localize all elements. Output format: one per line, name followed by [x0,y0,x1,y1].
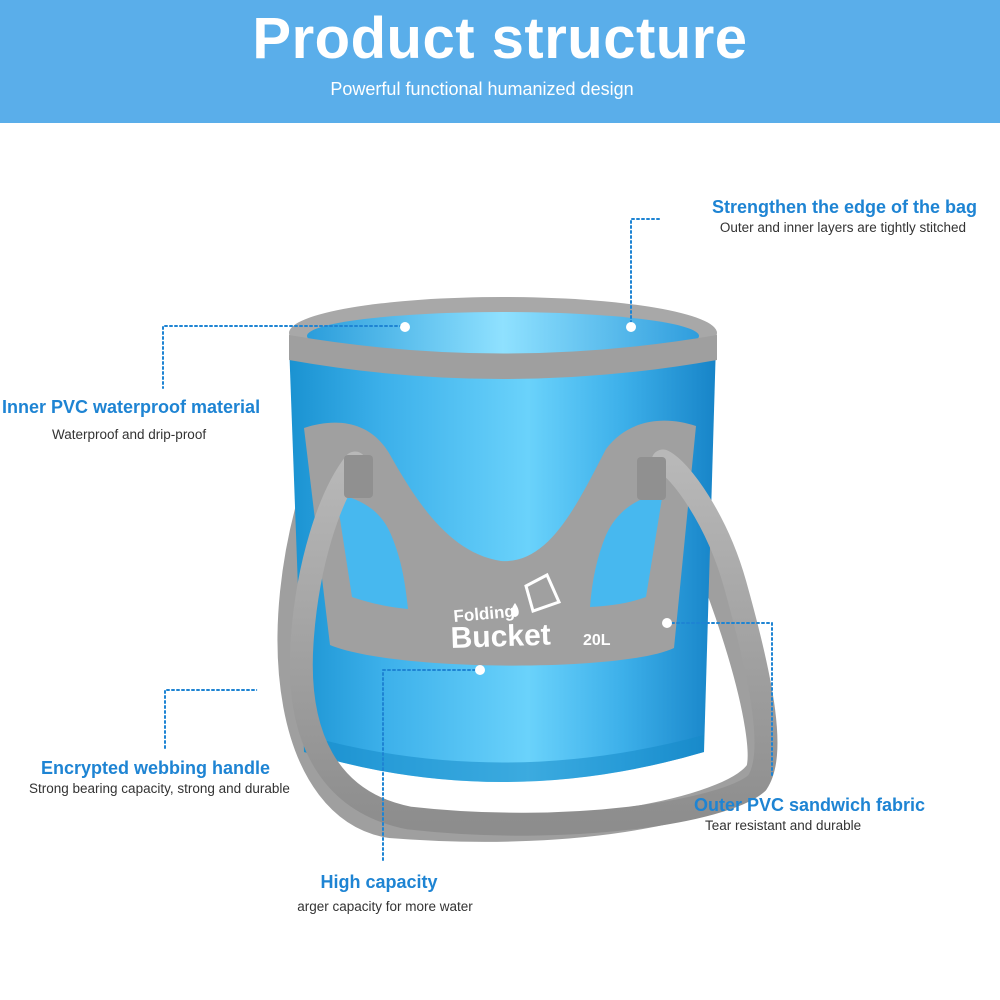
callout-outer-pvc-title: Outer PVC sandwich fabric [694,795,926,815]
page-subtitle: Powerful functional humanized design [330,79,634,99]
brand-bucket: Bucket [450,619,551,655]
callout-edge-desc: Outer and inner layers are tightly stitc… [719,220,966,235]
callout-webbing-desc: Strong bearing capacity, strong and dura… [29,781,290,796]
strap-front [289,449,778,836]
handle-panel-cut-left [336,493,408,609]
pour-icon [524,572,562,613]
callout-inner-pvc-desc: Waterproof and drip-proof [52,427,207,442]
strap-loop-right [637,457,666,500]
callout-outer-pvc-desc: Tear resistant and durable [705,818,862,833]
callout-capacity-title: High capacity [320,872,438,892]
callout-inner-pvc-title: Inner PVC waterproof material [2,397,261,417]
capacity-label: 20L [583,632,611,649]
page-title: Product structure [252,6,748,71]
handle-panel-cut-right [590,492,663,607]
strap-loop-left [344,455,373,498]
callout-webbing-title: Encrypted webbing handle [41,758,271,778]
water-drop-icon [511,603,519,617]
callout-edge-title: Strengthen the edge of the bag [711,197,977,217]
header-banner: Product structure Powerful functional hu… [0,0,1000,123]
callout-capacity-desc: arger capacity for more water [297,899,473,914]
